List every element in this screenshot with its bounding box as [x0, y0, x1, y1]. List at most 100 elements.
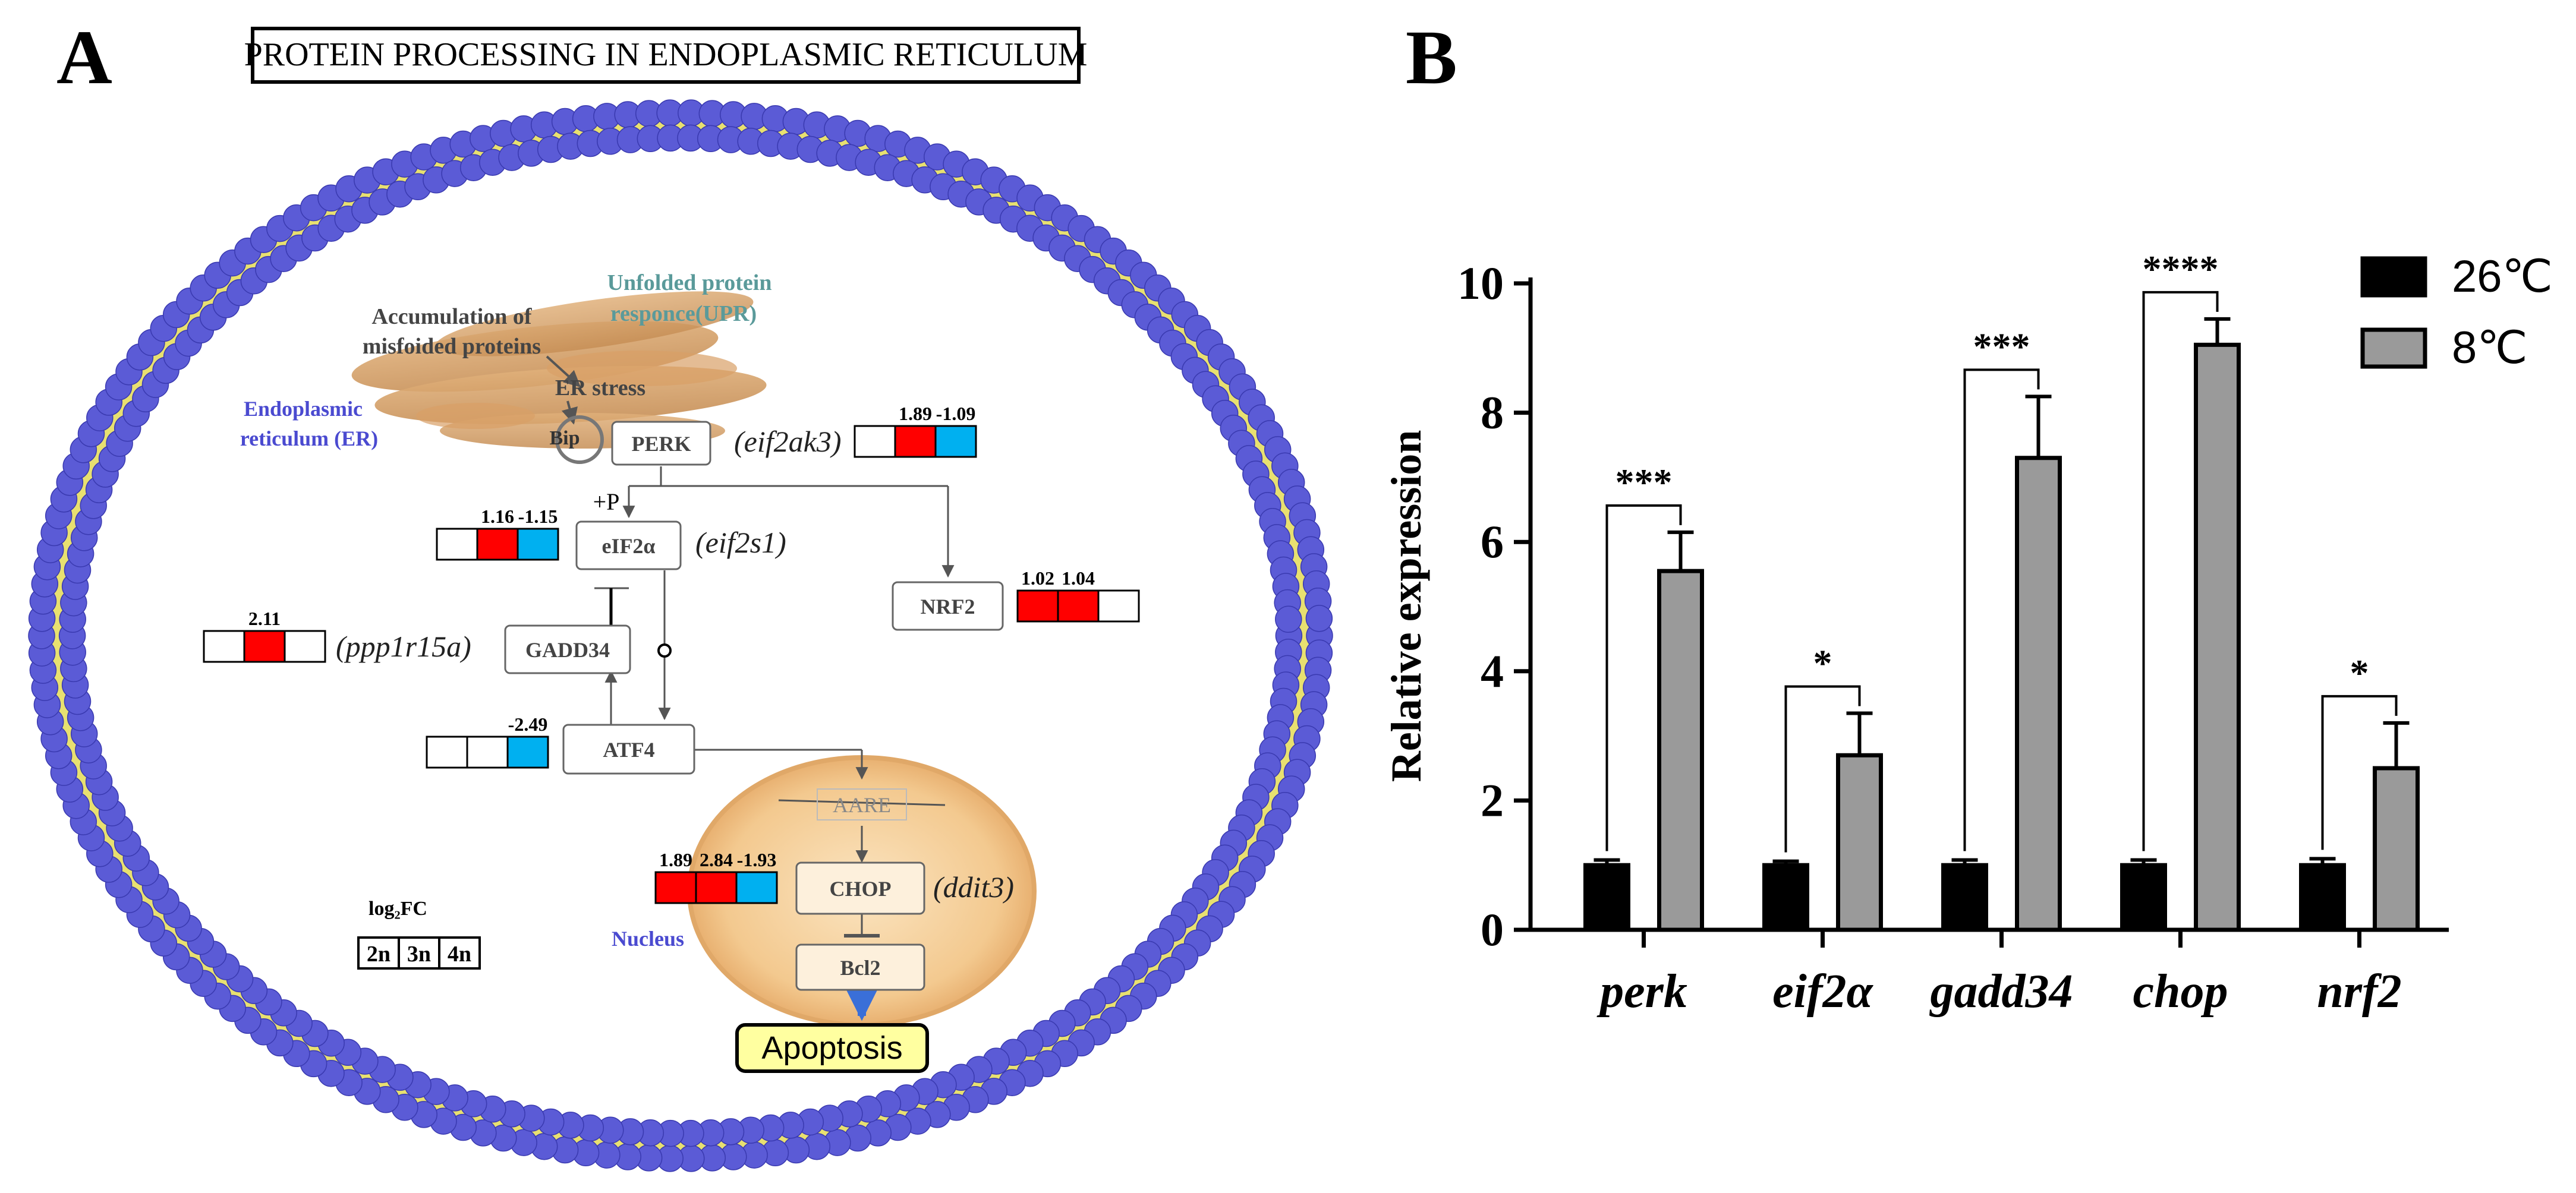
node-perk-label: PERK	[631, 432, 691, 456]
accumulation-label-2: misfoided proteins	[363, 334, 541, 359]
x-tick-label: eif2α	[1772, 965, 1873, 1018]
er-label-1: Endoplasmic	[244, 397, 363, 421]
bar-26c	[2299, 863, 2346, 932]
panel-b-letter: B	[1406, 15, 1457, 100]
fc-value-gadd34-1: 2.11	[248, 608, 281, 629]
legend-label-1: 8℃	[2452, 323, 2528, 373]
bar-8c	[1657, 569, 1704, 932]
x-tick-label: gadd34	[1929, 965, 2073, 1018]
y-tick-label: 8	[1481, 387, 1504, 438]
node-eif2a-label: eIF2α	[602, 534, 655, 558]
gene-eif2a: (eif2s1)	[695, 526, 786, 559]
y-tick-label: 10	[1457, 257, 1504, 309]
bip-label: Bip	[549, 427, 580, 449]
upr-label-2: responce(UPR)	[610, 301, 757, 326]
phospho-label: +P	[593, 488, 620, 515]
node-gadd34-label: GADD34	[525, 638, 610, 662]
node-gadd34-box	[504, 624, 631, 674]
node-atf4-label: ATF4	[603, 738, 654, 762]
significance-label: ***	[1615, 461, 1673, 503]
fc-cell-eif2a-0	[436, 528, 478, 561]
significance-label: *	[2350, 652, 2369, 694]
bar-26c	[2120, 863, 2167, 932]
y-tick-label: 6	[1481, 516, 1504, 567]
fc-value-eif2a-1: 1.16	[481, 506, 514, 527]
fc-cell-gadd34-1	[243, 630, 286, 663]
legend-cell-0	[357, 936, 400, 970]
fc-value-nrf2-1: 1.04	[1062, 567, 1095, 589]
legend-swatch-0	[2360, 256, 2427, 298]
y-tick-label: 2	[1481, 774, 1504, 826]
fc-value-perk-2: -1.09	[936, 403, 976, 424]
accumulation-label-1: Accumulation of	[371, 304, 533, 329]
significance-bracket	[1605, 504, 1682, 851]
gene-gadd34: (ppp1r15a)	[336, 630, 471, 663]
fc-cell-atf4-1	[466, 736, 509, 769]
fc-value-perk-1: 1.89	[899, 403, 932, 424]
significance-bracket	[2142, 291, 2219, 851]
node-bcl2-label: Bcl2	[840, 956, 881, 980]
bar-26c	[1762, 863, 1809, 932]
node-aare-box	[817, 788, 907, 820]
node-aare-label: AARE	[833, 793, 891, 817]
membrane-head-outer	[1305, 605, 1333, 632]
significance-label: ****	[2143, 248, 2219, 290]
gene-perk: (eif2ak3)	[734, 425, 841, 458]
er-label-2: reticulum (ER)	[240, 427, 378, 450]
log2fc-legend-title: log₂FC	[369, 898, 427, 920]
y-axis-label: Relative expression	[1383, 430, 1430, 782]
fc-cell-atf4-2	[506, 736, 549, 769]
membrane-head-inner	[1275, 605, 1302, 633]
bar-26c	[1583, 863, 1630, 932]
node-nrf2-box	[892, 581, 1004, 631]
fc-value-nrf2-0: 1.02	[1021, 567, 1054, 589]
fc-cell-atf4-0	[426, 736, 468, 769]
fc-cell-nrf2-0	[1016, 589, 1059, 623]
node-bcl2-box	[795, 943, 925, 991]
bar-26c	[1941, 863, 1988, 932]
node-nrf2-label: NRF2	[921, 595, 975, 618]
bar-8c	[2015, 456, 2062, 932]
legend-label-0: 26℃	[2452, 251, 2553, 302]
modification-circle	[657, 643, 672, 658]
fc-value-chop-0: 1.89	[659, 849, 692, 870]
fc-value-chop-1: 2.84	[700, 849, 733, 870]
significance-bracket	[2321, 695, 2398, 850]
y-tick-label: 4	[1481, 645, 1504, 697]
upr-label-1: Unfolded protein	[607, 270, 772, 295]
bar-8c	[2194, 342, 2241, 932]
significance-label: ***	[1973, 325, 2030, 367]
panel-a: A PROTEIN PROCESSING IN ENDOPLASMIC RETI…	[28, 15, 1333, 1172]
cell-membrane	[28, 99, 1333, 1172]
x-tick-label: nrf2	[2317, 965, 2401, 1018]
fc-cell-nrf2-1	[1057, 589, 1100, 623]
er-stress-label: ER stress	[555, 375, 645, 400]
node-chop-label: CHOP	[830, 877, 892, 901]
panel-a-title: PROTEIN PROCESSING IN ENDOPLASMIC RETICU…	[244, 36, 1088, 73]
fc-value-atf4-2: -2.49	[508, 714, 548, 735]
nucleus-label: Nucleus	[612, 927, 684, 951]
fc-cell-chop-0	[654, 871, 697, 904]
bip-circle	[555, 415, 604, 464]
fc-cell-eif2a-2	[517, 528, 559, 561]
gene-labels: (eif2ak3) (eif2s1) (ppp1r15a) (ddit3)	[336, 425, 1014, 904]
x-tick-label: perk	[1596, 965, 1687, 1018]
fc-cell-perk-1	[894, 425, 937, 458]
legend-cell-label-2: 4n	[448, 942, 471, 967]
fc-cell-eif2a-1	[476, 528, 519, 561]
significance-label: *	[1813, 642, 1832, 684]
fc-value-eif2a-2: -1.15	[518, 506, 558, 527]
panel-a-title-box	[251, 27, 1081, 84]
legend-cell-label-1: 3n	[407, 942, 431, 967]
fc-cell-gadd34-2	[284, 630, 326, 663]
node-chop-box	[795, 861, 925, 915]
gene-chop: (ddit3)	[933, 870, 1014, 904]
node-eif2a-box	[575, 520, 682, 570]
arrow-accumulation-erstress	[546, 355, 581, 387]
apoptosis-box	[735, 1023, 929, 1073]
